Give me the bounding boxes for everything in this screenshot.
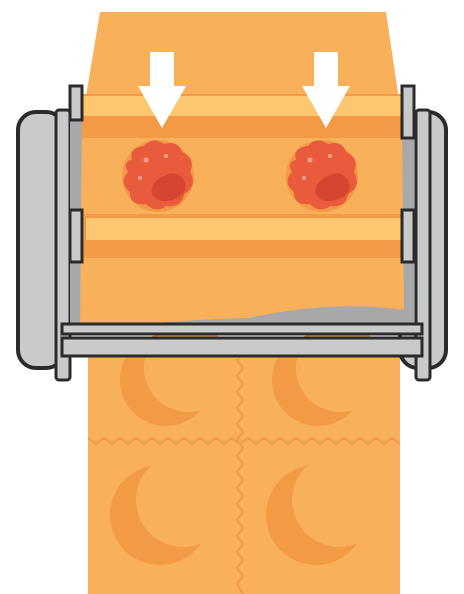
ravioli-crescent [266, 453, 386, 565]
ravioli-crescent [110, 453, 230, 565]
bottom-bar [60, 322, 424, 358]
filling-left [122, 140, 194, 212]
filling-right [286, 140, 358, 212]
zigzag-cut-horizontal [87, 436, 401, 446]
ravioli-sheet [87, 324, 401, 594]
left-handle [16, 108, 72, 382]
zigzag-cut-vertical [235, 351, 245, 594]
down-arrow-icon [138, 52, 186, 128]
roller-clips [68, 84, 416, 264]
down-arrow-icon [302, 52, 350, 128]
